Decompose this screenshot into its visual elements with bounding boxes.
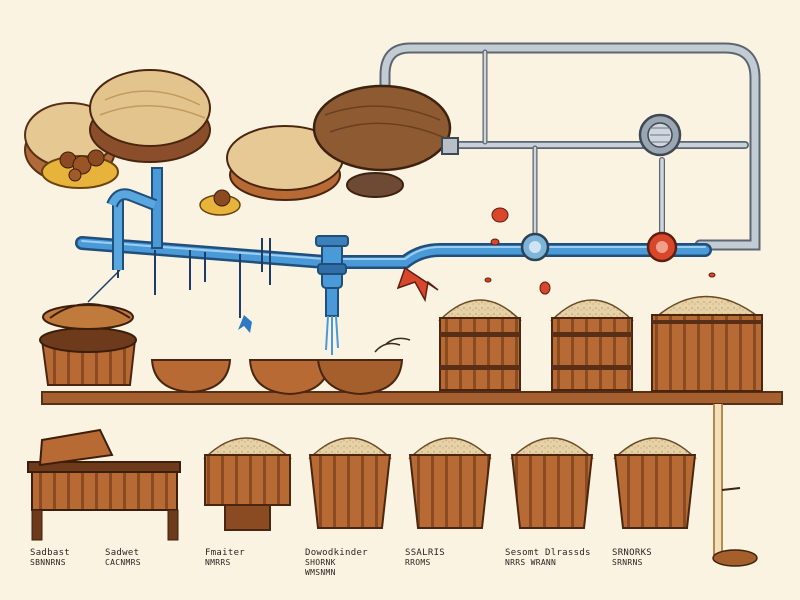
lower-barrel-1: [203, 437, 292, 531]
drain-pipe: [712, 404, 758, 567]
lower-barrel-3: [408, 437, 492, 529]
label-2-line1: Sadwet: [105, 548, 140, 558]
label-6-line2: NRRS WRANN: [505, 558, 557, 567]
nut-small-plate-icon: [199, 189, 241, 216]
label-7-line2: SRNRNS: [612, 558, 643, 567]
label-4-line3: WMSNMN: [305, 568, 336, 577]
feeder-pipe: [106, 167, 163, 270]
wooden-bowl-2: [248, 359, 404, 396]
lower-barrel-2: [308, 437, 392, 529]
label-7-line1: SRNORKS: [612, 548, 653, 558]
valve-blue-icon: [520, 232, 550, 262]
lower-barrel-5: [613, 437, 697, 529]
grain-barrel-2: [550, 299, 634, 391]
valve-red-icon: [646, 231, 678, 263]
wooden-bowl-1: [150, 359, 232, 394]
drop-line: [87, 269, 121, 303]
grey-pipe-network: [379, 42, 761, 251]
lower-barrel-4: [510, 437, 594, 529]
label-7: SRNORKS SRNRNS: [612, 548, 652, 568]
label-3: Fmaiter NMRRS: [205, 548, 245, 568]
splash-lines: [374, 337, 411, 353]
brown-loaf: [312, 84, 459, 198]
nut-plate-icon: [41, 149, 119, 189]
floating-grains: [484, 207, 716, 295]
label-1: Sadbast SBNNRNS: [30, 548, 70, 568]
label-1-line1: Sadbast: [30, 548, 71, 558]
label-3-line1: Fmaiter: [205, 548, 246, 558]
center-bread: [226, 125, 344, 201]
label-5-line1: SSALRIS: [405, 548, 446, 558]
label-1-line2: SBNNRNS: [30, 558, 66, 567]
loom-table: [27, 428, 181, 541]
water-drop-icon: [238, 315, 252, 333]
label-2: Sadwet CACNMRS: [105, 548, 141, 568]
label-6: Sesomt Dlrassds NRRS WRANN: [505, 548, 591, 568]
grain-barrel-1: [438, 299, 522, 391]
label-5-line2: RROMS: [405, 558, 431, 567]
pot-with-basket: [39, 303, 137, 386]
label-3-line2: NMRRS: [205, 558, 231, 567]
red-nozzle-icon: [396, 266, 439, 303]
grain-crate: [651, 295, 763, 392]
label-6-line1: Sesomt Dlrassds: [505, 548, 591, 558]
shelf: [41, 391, 783, 405]
label-5: SSALRIS RROMS: [405, 548, 445, 568]
label-4-line2: SHORNK: [305, 558, 336, 567]
label-4: Dowodkinder SHORNK WMSNMN: [305, 548, 368, 578]
central-tap: [315, 235, 349, 355]
label-4-line1: Dowodkinder: [305, 548, 368, 558]
blue-pipe: [75, 236, 712, 269]
pressure-valve-icon: [638, 113, 682, 157]
label-2-line2: CACNMRS: [105, 558, 141, 567]
